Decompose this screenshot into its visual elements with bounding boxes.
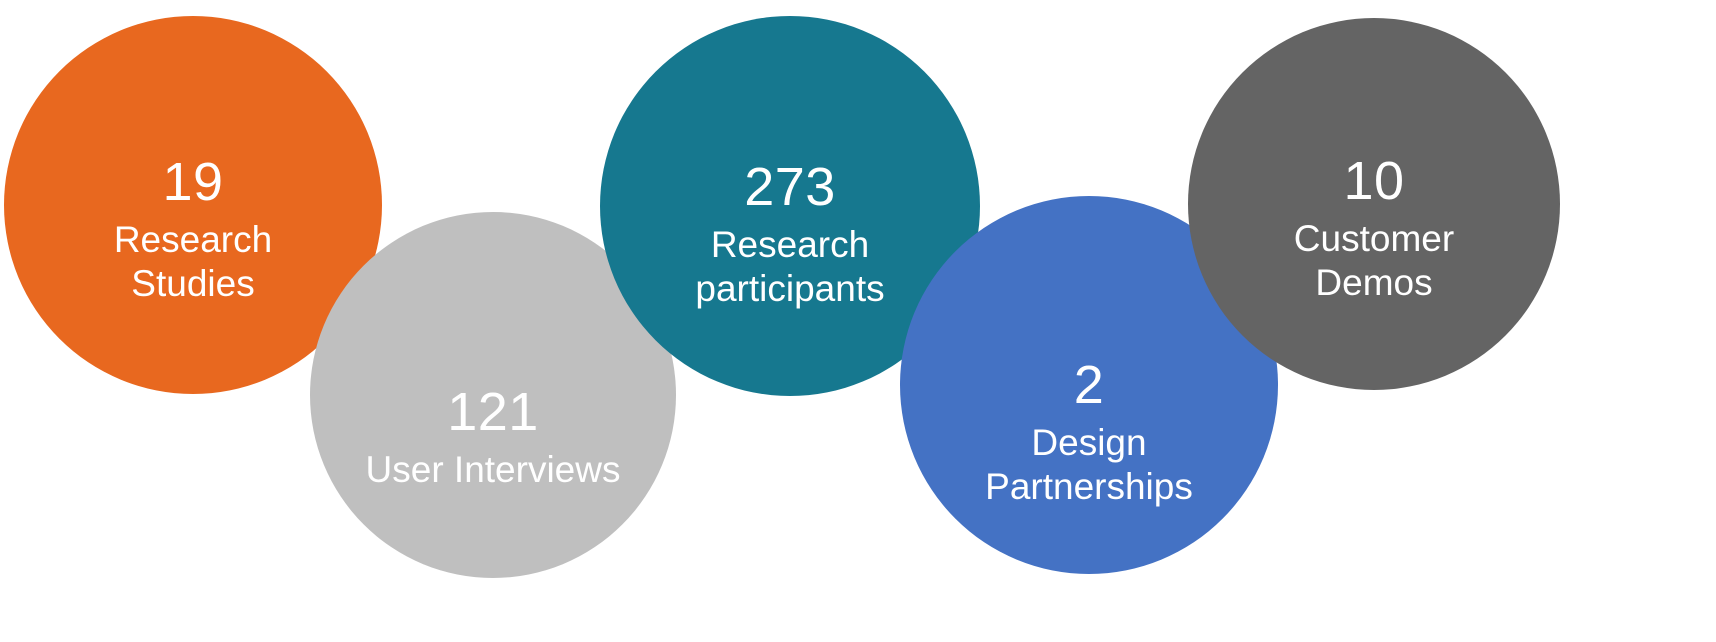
bubble-value-user-interviews: 121 bbox=[447, 381, 539, 442]
bubble-label-customer-demos: Customer Demos bbox=[1293, 218, 1455, 304]
bubble-text-stack: 121 User Interviews bbox=[366, 382, 621, 492]
bubble-value-research-studies: 19 bbox=[162, 151, 224, 212]
bubble-value-design-partnerships: 2 bbox=[1073, 354, 1105, 415]
bubble-text-stack: 19 Research Studies bbox=[114, 152, 272, 307]
bubble-text-stack: 2 Design Partnerships bbox=[985, 355, 1193, 510]
bubble-label-research-participants: Research participants bbox=[695, 224, 885, 310]
bubble-label-user-interviews: User Interviews bbox=[365, 449, 621, 491]
bubble-user-interviews[interactable]: 121 User Interviews bbox=[310, 212, 676, 578]
bubble-text-stack: 10 Customer Demos bbox=[1294, 151, 1454, 306]
bubble-label-design-partnerships: Design Partnerships bbox=[985, 422, 1193, 508]
bubble-customer-demos[interactable]: 10 Customer Demos bbox=[1188, 18, 1560, 390]
bubble-label-research-studies: Research Studies bbox=[113, 219, 273, 305]
bubble-text-stack: 273 Research participants bbox=[695, 157, 884, 312]
bubble-value-customer-demos: 10 bbox=[1343, 150, 1405, 211]
bubble-research-studies[interactable]: 19 Research Studies bbox=[4, 16, 382, 394]
bubble-value-research-participants: 273 bbox=[744, 156, 836, 217]
